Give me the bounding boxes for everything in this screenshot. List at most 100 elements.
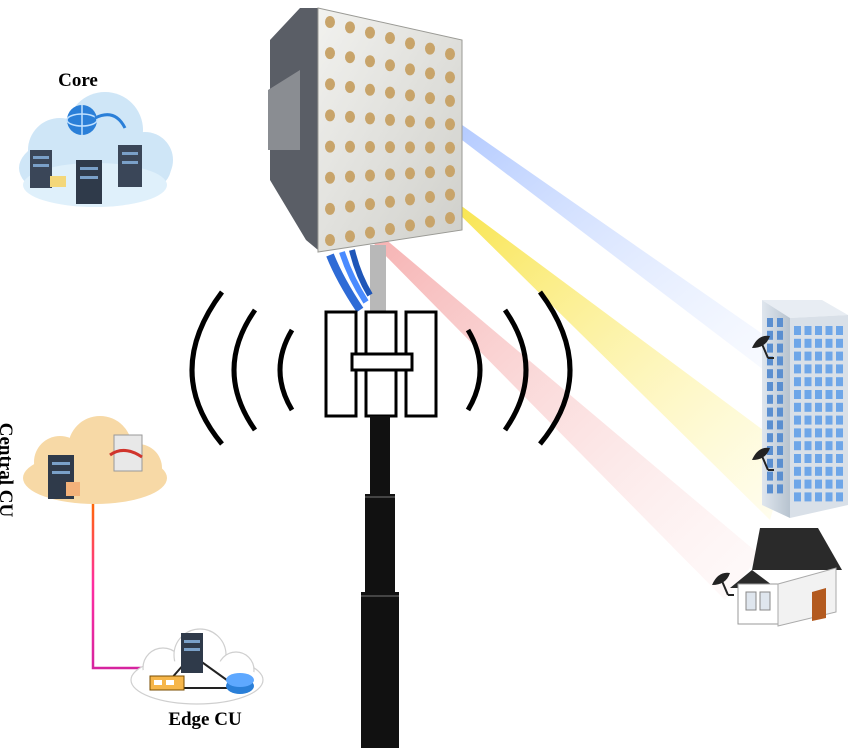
- building-window: [836, 364, 843, 374]
- panel-hole: [365, 55, 375, 68]
- panel-hole: [405, 219, 415, 232]
- panel-hole: [345, 110, 355, 123]
- panel-mast: [370, 245, 386, 315]
- panel-hole: [445, 165, 455, 178]
- building-window: [794, 479, 801, 489]
- building-window: [836, 441, 843, 451]
- panel-hole: [425, 190, 435, 203]
- building-window: [767, 369, 773, 379]
- building-window: [815, 351, 822, 361]
- panel-hole: [345, 21, 355, 34]
- beam-yellow: [440, 190, 790, 520]
- panel-hole: [365, 140, 375, 153]
- building-window: [836, 492, 843, 502]
- building-window: [777, 407, 783, 417]
- panel-hole: [325, 202, 335, 215]
- building-window: [767, 382, 773, 391]
- building-window: [815, 390, 822, 399]
- router-icon: [226, 673, 254, 694]
- panel-hole: [365, 112, 375, 125]
- building-window: [804, 326, 812, 335]
- radio-wave-right: [502, 308, 529, 432]
- building-window: [836, 338, 843, 348]
- edge-topology-lines: [160, 653, 242, 689]
- central-cu-label: Central CU: [0, 423, 16, 518]
- panel-hole: [445, 212, 455, 224]
- panel-hole: [345, 200, 355, 213]
- beams: [345, 120, 800, 600]
- building-window: [804, 377, 812, 387]
- panel-hole: [385, 141, 395, 154]
- cell-tower: [189, 290, 573, 748]
- tower-mid-section: [365, 494, 395, 594]
- building-windows: [767, 318, 843, 502]
- building-window: [815, 466, 822, 476]
- building-window: [815, 479, 822, 489]
- panel-hole: [385, 32, 395, 44]
- central-cu-node: Central CU: [0, 416, 167, 518]
- building-window: [777, 446, 783, 455]
- building-window: [815, 454, 822, 463]
- server-icon: [30, 150, 52, 188]
- building-window: [804, 428, 812, 438]
- radio-wave-left: [189, 290, 225, 446]
- building-window: [804, 415, 812, 425]
- building-window: [777, 343, 783, 353]
- panel-hole: [425, 215, 435, 228]
- tower-upper-section: [370, 416, 390, 496]
- house-door: [812, 588, 826, 621]
- server-icon: [76, 160, 102, 204]
- server-icon: [181, 633, 203, 673]
- building-window: [794, 454, 801, 463]
- panel-hole: [385, 113, 395, 126]
- building-window: [804, 479, 812, 489]
- panel-hole: [445, 188, 455, 201]
- panel-hole: [405, 167, 415, 180]
- central-to-edge-link: [91, 500, 150, 670]
- panel-hole: [445, 71, 455, 84]
- panel-hole: [445, 94, 455, 107]
- building-window: [825, 364, 833, 374]
- building-window: [777, 369, 783, 379]
- building-window: [777, 382, 783, 391]
- building-window: [804, 402, 812, 412]
- building-window: [815, 402, 822, 412]
- building-window: [767, 330, 773, 340]
- antenna-panel-icon: [268, 7, 463, 315]
- beam-blue: [455, 120, 800, 390]
- panel-hole: [405, 141, 415, 154]
- panel-hole: [325, 109, 335, 122]
- building-window: [815, 326, 822, 335]
- panel-cables: [326, 249, 373, 313]
- building-window: [794, 326, 801, 335]
- building-window: [815, 338, 822, 348]
- building-window: [825, 351, 833, 361]
- panel-hole: [365, 198, 375, 211]
- panel-hole: [325, 140, 335, 153]
- building-window: [804, 364, 812, 374]
- building-window: [825, 466, 833, 476]
- building-window: [836, 326, 843, 335]
- panel-hole: [445, 141, 455, 154]
- building-window: [815, 492, 822, 502]
- panel-hole: [425, 141, 435, 154]
- building-window: [794, 377, 801, 387]
- panel-hole: [385, 86, 395, 99]
- satellite-dish-icon: [712, 572, 734, 596]
- panel-face: [317, 7, 463, 253]
- satellite-dish-icon: [752, 335, 774, 359]
- building-window: [815, 415, 822, 425]
- building-window: [825, 377, 833, 387]
- panel-hole: [345, 230, 355, 243]
- backhaul-links: [91, 208, 362, 670]
- building-window: [825, 492, 833, 502]
- satellite-dish-icon: [752, 447, 774, 471]
- building-window: [777, 330, 783, 340]
- building-window: [825, 428, 833, 438]
- building-window: [794, 390, 801, 399]
- panel-hole: [405, 63, 415, 76]
- panel-hole: [365, 169, 375, 182]
- building-window: [825, 390, 833, 399]
- panel-hole: [445, 48, 455, 60]
- building-window: [815, 364, 822, 374]
